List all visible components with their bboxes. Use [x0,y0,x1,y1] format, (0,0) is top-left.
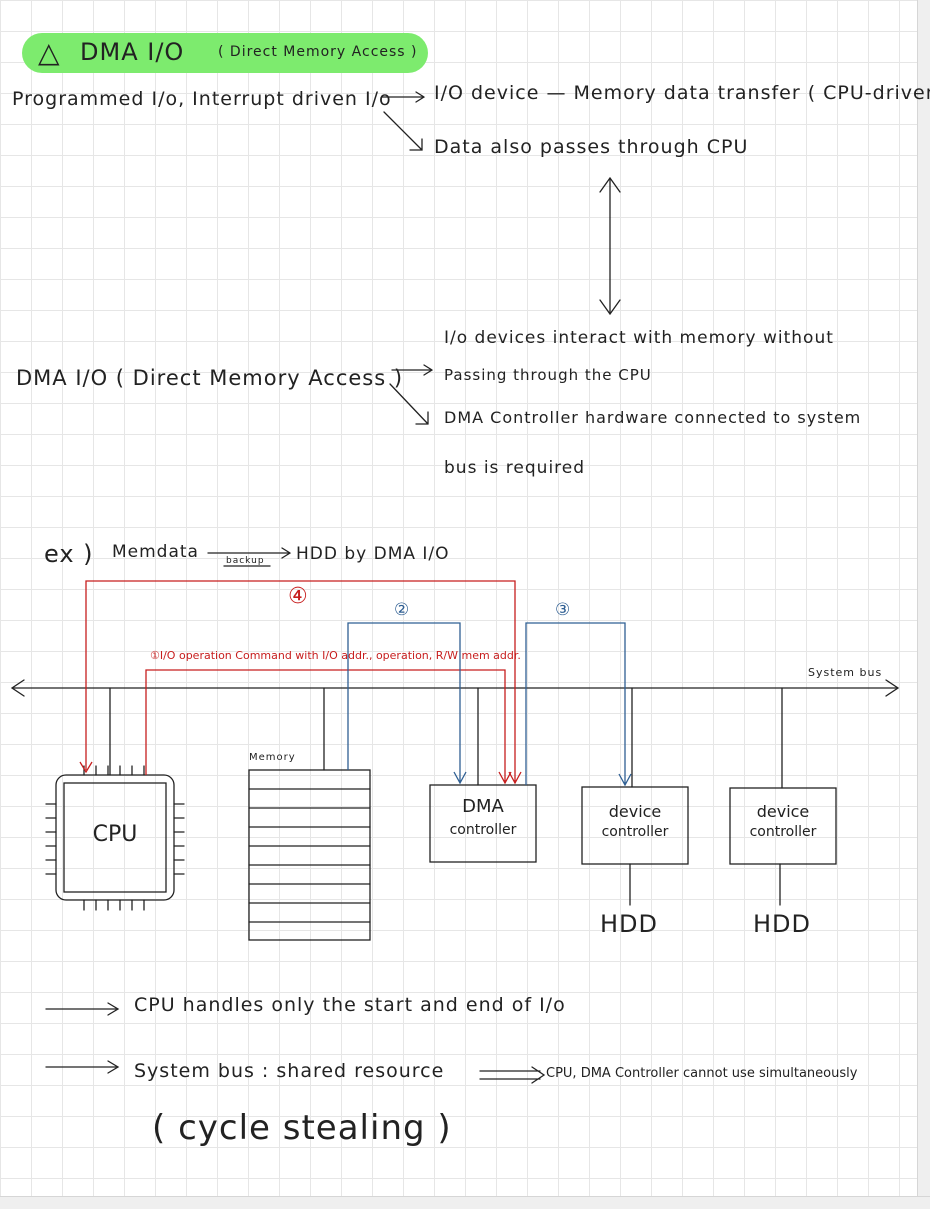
step4-red-path [85,580,522,785]
cpu-chip-inner [63,782,167,893]
cpu-pins-bottom [83,899,145,911]
device-controller-1-subtitle: controller [601,824,669,840]
arrow-to-cpu-driven [381,91,426,103]
dma-point-line1: I/o devices interact with memory without [444,328,834,348]
step3-badge: ③ [555,600,572,620]
note2-arrow [45,1060,120,1074]
comparison-double-arrow [599,176,621,316]
page-title-subtitle: ( Direct Memory Access ) [218,44,418,60]
dma-controller-subtitle: controller [449,822,517,838]
example-arrow [207,547,292,559]
step1-red-path [145,669,512,785]
cpu-label: CPU [92,822,138,847]
cpu-chip-outer [55,774,175,901]
step4-badge: ④ [288,584,309,609]
device-controller-1-box [581,786,689,865]
canvas-frame-right [917,0,930,1209]
memory-cells [248,788,371,923]
device-controller-2-subtitle: controller [749,824,817,840]
arrow-to-dma-point [391,364,434,376]
hdd-2-label: HDD [753,910,812,938]
example-target: HDD by DMA I/O [296,544,450,564]
example-prefix: ex ) [44,540,94,568]
step2-badge: ② [394,600,411,620]
cpu-pins-top [83,765,145,776]
example-arrow-label: backup [226,556,265,566]
memory-block [248,769,371,941]
cpu-pins-left [45,803,57,875]
canvas-frame-bottom [0,1196,930,1209]
note-cpu-start-end: CPU handles only the start and end of I/… [134,994,566,1016]
dma-io-label: DMA I/O ( Direct Memory Access ) [16,366,404,390]
dma-requirement-line1: DMA Controller hardware connected to sys… [444,408,862,427]
note2-double-arrow [479,1066,546,1084]
hdd-1-label: HDD [600,910,659,938]
cpu-pins-right [173,803,185,875]
cpu-driven-point: I/O device — Memory data transfer ( CPU-… [434,82,930,104]
passes-cpu-point: Data also passes through CPU [434,136,749,158]
dma-requirement-line2: bus is required [444,458,586,478]
arrow-to-dma-requirement [389,383,429,425]
device-controller-1-title: device [608,802,662,821]
memory-label: Memory [249,752,296,763]
example-source: Memdata [112,542,199,562]
note-no-simultaneous-use: CPU, DMA Controller cannot use simultane… [546,1066,858,1081]
note1-arrow [45,1002,120,1016]
step3-blue-path [525,622,632,787]
step2-blue-path [347,622,467,785]
system-bus-line [10,679,900,697]
title-highlight [22,33,428,73]
arrow-to-passes-cpu [383,111,423,151]
dma-controller-box [429,784,537,863]
dma-point-line2: Passing through the CPU [444,366,652,384]
page-title: DMA I/O [80,38,185,66]
note-shared-bus: System bus : shared resource [134,1060,445,1082]
device-controller-2-box [729,787,837,865]
device-controller-2-title: device [756,802,810,821]
step4-red-arrowhead [79,761,93,774]
system-bus-label: System bus [808,666,883,679]
methods-label: Programmed I/o, Interrupt driven I/o [12,88,392,110]
title-triangle-icon: △ [38,36,61,69]
dma-controller-title: DMA [462,796,504,817]
step1-label: ①I/O operation Command with I/O addr., o… [150,649,521,662]
note-cycle-stealing: ( cycle stealing ) [152,1108,452,1148]
